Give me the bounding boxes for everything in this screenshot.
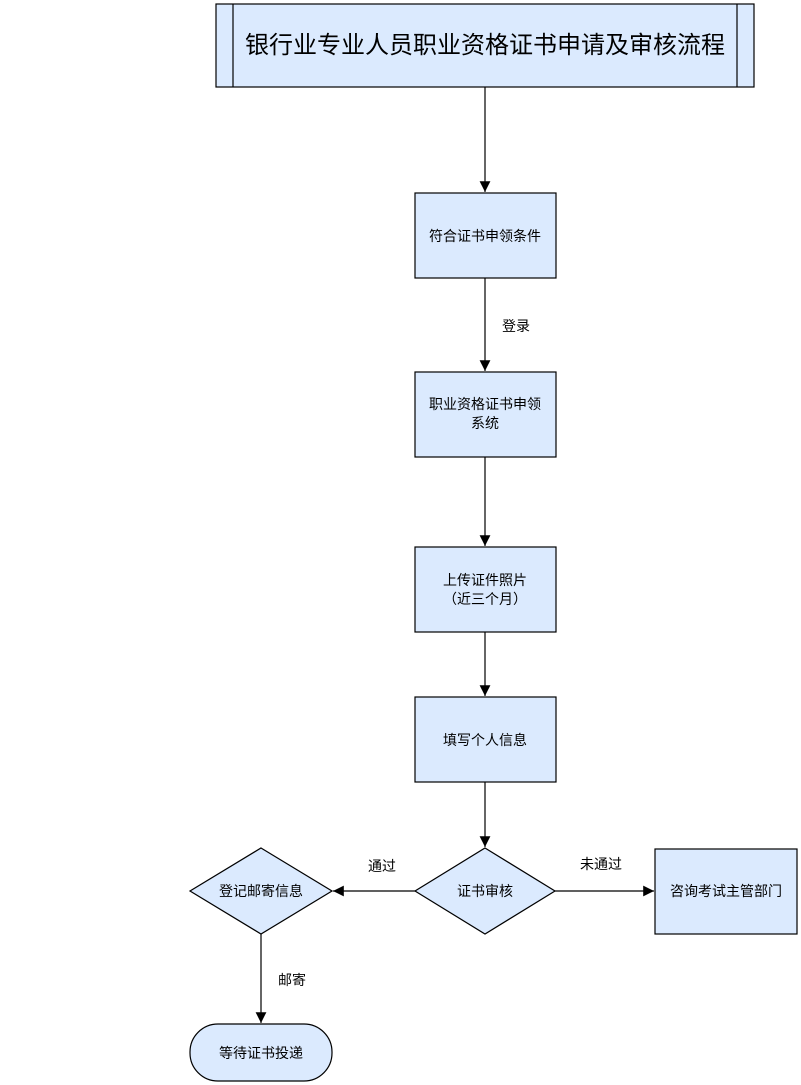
- title-node: 银行业专业人员职业资格证书申请及审核流程: [215, 3, 755, 88]
- node-fill-info-box: [414, 696, 557, 783]
- node-consult-box: [654, 848, 798, 935]
- title-box: [215, 3, 755, 88]
- node-wait-delivery-box: [189, 1023, 333, 1082]
- node-review-diamond: [413, 847, 557, 935]
- title-text: 银行业专业人员职业资格证书申请及审核流程: [245, 31, 725, 59]
- node-upload: 上传证件照片 （近三个月）: [414, 546, 557, 633]
- edge-label-fail: 未通过: [580, 857, 622, 873]
- node-review-label: 证书审核: [457, 884, 513, 900]
- node-upload-label-line2: （近三个月）: [443, 592, 527, 608]
- node-wait-delivery-label: 等待证书投递: [219, 1045, 303, 1062]
- node-system: 职业资格证书申领 系统: [414, 371, 557, 458]
- node-upload-box: [414, 546, 557, 633]
- node-system-label-line2: 系统: [471, 416, 499, 432]
- node-fill-info-label: 填写个人信息: [443, 732, 527, 749]
- node-upload-label-line1: 上传证件照片: [443, 573, 527, 589]
- node-consult-label: 咨询考试主管部门: [670, 884, 782, 900]
- node-consult: 咨询考试主管部门: [654, 848, 798, 935]
- node-wait-delivery: 等待证书投递: [189, 1023, 333, 1082]
- node-system-box: [414, 371, 557, 458]
- node-register-mail: 登记邮寄信息: [188, 847, 334, 935]
- edge-label-pass: 通过: [368, 859, 396, 875]
- node-system-label-line1: 职业资格证书申领: [429, 397, 541, 413]
- node-conditions: 符合证书申领条件: [414, 192, 557, 279]
- node-fill-info: 填写个人信息: [414, 696, 557, 783]
- node-review: 证书审核: [413, 847, 557, 935]
- node-conditions-label: 符合证书申领条件: [429, 228, 541, 245]
- node-conditions-box: [414, 192, 557, 279]
- edge-label-mail: 邮寄: [278, 972, 306, 989]
- node-register-mail-label: 登记邮寄信息: [219, 883, 303, 900]
- edge-label-login: 登录: [502, 319, 530, 335]
